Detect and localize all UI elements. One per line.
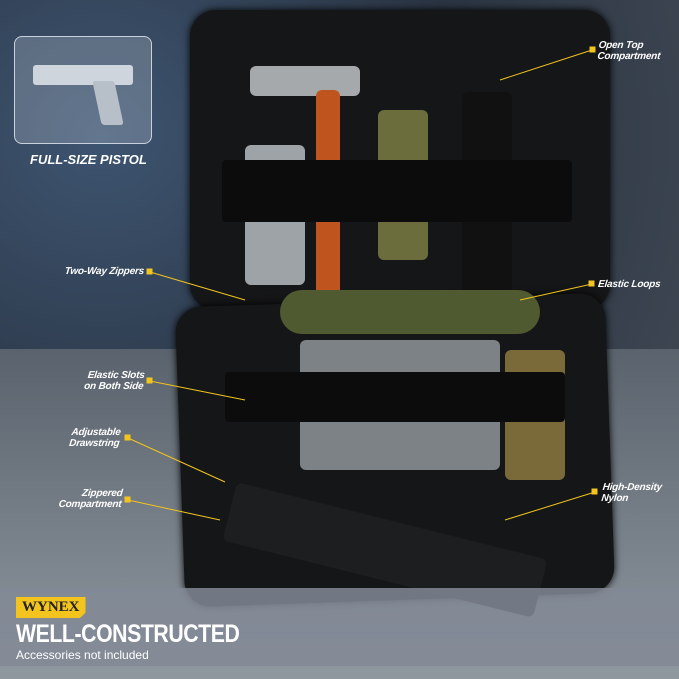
pistol-caption: FULL-SIZE PISTOL [30, 152, 147, 167]
headline: WELL-CONSTRUCTED [16, 620, 240, 648]
pistol-thumbnail [14, 36, 152, 144]
paracord [280, 290, 540, 334]
callout-two-way-zippers: Two-Way Zippers [64, 266, 145, 277]
hammer [250, 66, 360, 96]
elastic-band-top [222, 160, 572, 222]
subtext: Accessories not included [16, 648, 149, 662]
brand-logo: WYNEX [16, 597, 86, 618]
elastic-band-bottom [225, 372, 565, 422]
callout-elastic-loops: Elastic Loops [597, 279, 661, 290]
caption-band [0, 588, 679, 666]
